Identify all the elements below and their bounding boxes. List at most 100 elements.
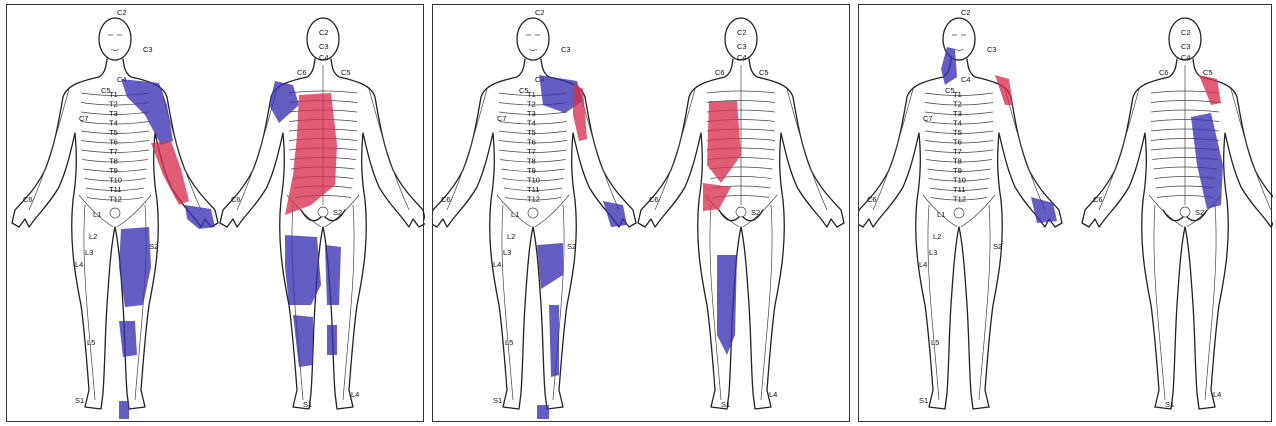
- label-t5: T5: [527, 128, 536, 137]
- label-c5: C5: [1203, 68, 1213, 77]
- label-l3: L3: [929, 248, 937, 257]
- label-s2: S2: [149, 242, 158, 251]
- blue-shading: [603, 201, 627, 227]
- label-l4: L4: [919, 260, 927, 269]
- label-c7: C7: [79, 114, 89, 123]
- back-figure-3: [1082, 18, 1273, 409]
- label-s2: S2: [333, 208, 342, 217]
- label-l5: L5: [931, 338, 939, 347]
- label-l5: L5: [87, 338, 95, 347]
- dermatome-line: [761, 205, 772, 400]
- label-t3: T3: [109, 109, 118, 118]
- label-l5: L5: [505, 338, 513, 347]
- label-l4: L4: [1213, 390, 1221, 399]
- label-c6: C6: [1093, 195, 1103, 204]
- label-s1: S1: [493, 396, 502, 405]
- label-c6: C6: [231, 195, 241, 204]
- dermatome-line: [1205, 205, 1216, 400]
- label-l1: L1: [937, 210, 945, 219]
- label-t2: T2: [953, 100, 962, 109]
- label-c7: C7: [497, 114, 507, 123]
- label-t4: T4: [953, 119, 962, 128]
- label-s1: S1: [75, 396, 84, 405]
- label-t9: T9: [109, 166, 118, 175]
- dermatome-line: [579, 89, 619, 210]
- blue-shading: [121, 79, 173, 145]
- back-figure-2: [638, 18, 844, 409]
- label-c6: C6: [441, 195, 451, 204]
- label-c4: C4: [1181, 53, 1191, 62]
- blue-shading: [717, 255, 737, 355]
- dermatome-line: [873, 89, 913, 210]
- label-t6: T6: [527, 138, 536, 147]
- label-l4: L4: [493, 260, 501, 269]
- body-outline: [1185, 59, 1273, 409]
- label-t9: T9: [953, 166, 962, 175]
- label-c3: C3: [737, 42, 747, 51]
- body-outline: [12, 59, 115, 409]
- label-c6: C6: [715, 68, 725, 77]
- label-c6: C6: [23, 195, 33, 204]
- blue-shading: [327, 325, 337, 355]
- label-t5: T5: [953, 128, 962, 137]
- label-c4: C4: [319, 53, 329, 62]
- label-l4: L4: [351, 390, 359, 399]
- label-t5: T5: [109, 128, 118, 137]
- body-outline: [741, 59, 844, 409]
- body-outline: [433, 59, 533, 409]
- blue-shading: [293, 315, 313, 367]
- label-t10: T10: [109, 176, 122, 185]
- label-c3: C3: [143, 45, 153, 54]
- label-c6: C6: [649, 195, 659, 204]
- label-l1: L1: [511, 210, 519, 219]
- face-lines: [108, 35, 122, 51]
- dermatome-bands: [655, 65, 827, 400]
- label-t4: T4: [109, 119, 118, 128]
- label-t12: T12: [109, 195, 122, 204]
- label-t7: T7: [527, 147, 536, 156]
- blue-shading: [119, 321, 137, 357]
- label-c4: C4: [961, 75, 971, 84]
- label-t8: T8: [109, 157, 118, 166]
- label-c6: C6: [297, 68, 307, 77]
- label-t10: T10: [527, 176, 540, 185]
- label-t12: T12: [527, 195, 540, 204]
- back-figure-1: [220, 18, 425, 409]
- blue-shading: [119, 401, 129, 419]
- dermatome-bands: [1099, 65, 1271, 400]
- label-t3: T3: [527, 109, 536, 118]
- blue-shading: [537, 243, 563, 289]
- dermatome-line: [1005, 89, 1045, 210]
- blue-shading: [537, 405, 549, 419]
- dermatome-diagram-2: C2C3C4C5T1T2T3T4T5T6T7T8T9T10T11T12C6C7L…: [433, 5, 851, 423]
- face-lines: [952, 35, 966, 51]
- dermatome-line: [1099, 89, 1139, 210]
- label-t12: T12: [953, 195, 966, 204]
- label-c3: C3: [987, 45, 997, 54]
- blue-shading: [941, 47, 957, 85]
- label-c3: C3: [1181, 42, 1191, 51]
- dermatome-line: [979, 205, 990, 400]
- body-outline: [959, 59, 1062, 409]
- label-s2: S2: [567, 242, 576, 251]
- red-shading: [1199, 75, 1221, 105]
- label-s1: S1: [1165, 400, 1174, 409]
- blue-shading: [185, 205, 215, 229]
- label-t6: T6: [109, 138, 118, 147]
- groin-circle: [110, 208, 120, 218]
- label-c6: C6: [1159, 68, 1169, 77]
- label-c2: C2: [961, 8, 971, 17]
- label-t11: T11: [109, 185, 121, 194]
- dermatome-line: [787, 89, 827, 210]
- sacral-circle: [318, 207, 328, 217]
- label-t7: T7: [109, 147, 118, 156]
- label-c2: C2: [117, 8, 127, 17]
- label-s1: S1: [919, 396, 928, 405]
- label-t1: T1: [109, 90, 118, 99]
- label-c2: C2: [1181, 28, 1191, 37]
- label-c2: C2: [319, 28, 329, 37]
- label-t2: T2: [527, 100, 536, 109]
- dermatome-panel-2: C2C3C4C5T1T2T3T4T5T6T7T8T9T10T11T12C6C7L…: [432, 4, 850, 422]
- dermatome-diagram-3: C2C3C4C5T1T2T3T4T5T6T7T8T9T10T11T12C6C7L…: [859, 5, 1273, 423]
- label-t1: T1: [953, 90, 962, 99]
